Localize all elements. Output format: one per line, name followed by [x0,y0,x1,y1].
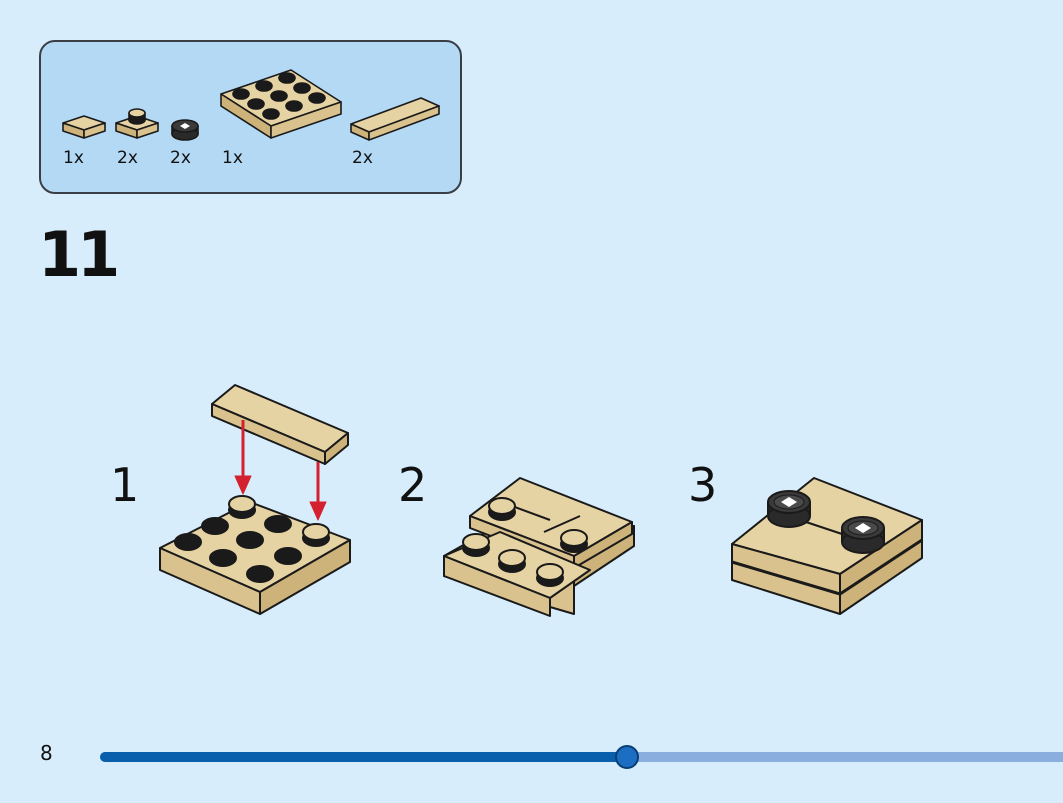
sub-step-number: 3 [688,458,718,512]
part-quantity: 2x [117,148,138,168]
progress-fill [100,752,627,762]
sub-step-number: 2 [398,458,428,512]
black-round-tile [767,490,811,528]
part-quantity: 2x [170,148,191,168]
step-number: 11 [38,218,120,291]
sub-step-2-illustration [443,477,635,617]
sub-step-3-illustration [731,477,923,615]
black-round-tile [841,516,885,554]
tan-1x1-plate-icon [115,108,159,139]
page-number: 8 [40,741,53,765]
tan-1x4-tile [211,384,349,465]
tan-3x3-plate-icon [220,69,342,139]
tan-1x4-tile-icon [350,97,440,141]
progress-bar [100,745,1063,769]
sub-step-1-illustration [159,384,351,615]
sub-step-number: 1 [110,458,140,512]
red-arrow [234,420,327,521]
part-quantity: 2x [352,148,373,168]
black-round-tile-icon [171,119,199,141]
parts-illustrations [62,69,440,141]
tan-3x3-plate [159,495,351,615]
part-quantity: 1x [222,148,243,168]
progress-indicator [614,745,639,769]
tan-1x1-tile-icon [62,115,106,139]
parts-list-box: 1x 2x 2x 1x 2x [39,40,462,194]
part-quantity: 1x [63,148,84,168]
